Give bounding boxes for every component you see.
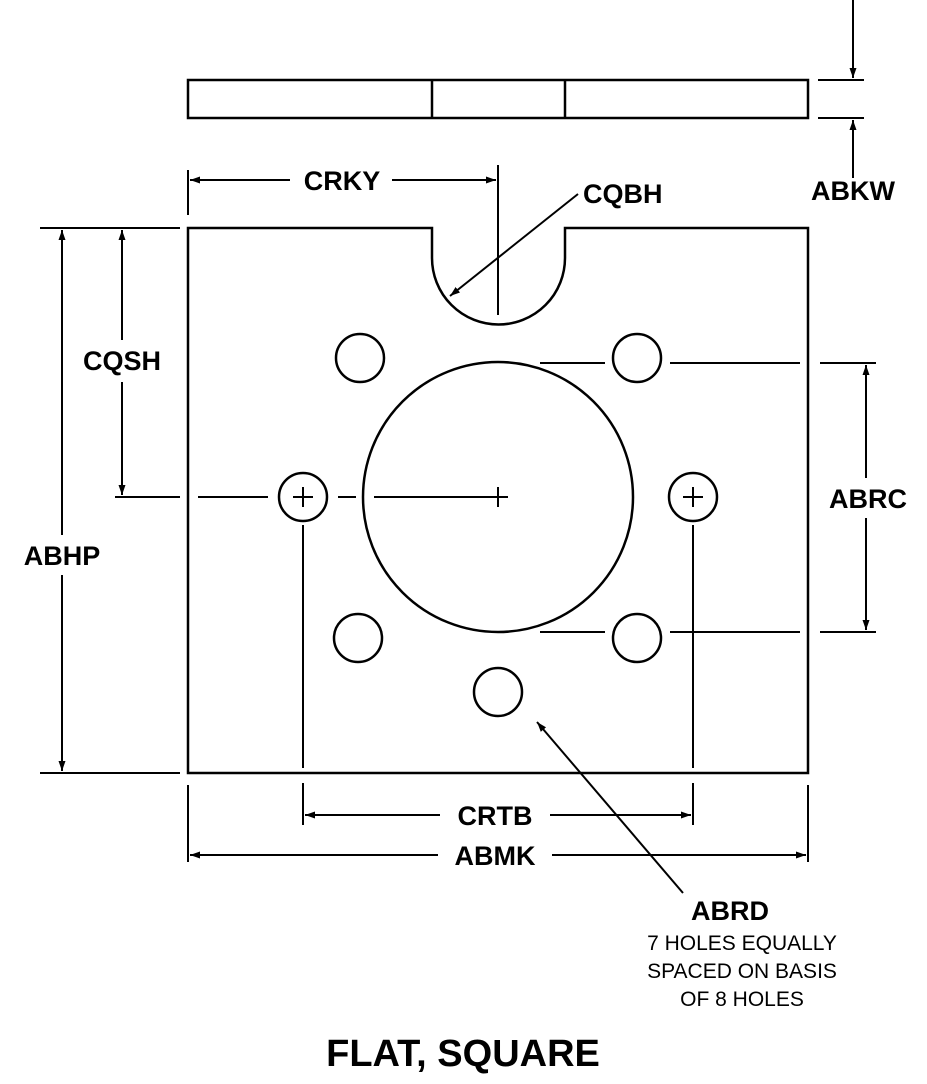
hole [667,471,719,523]
hole-horizontal-spacing-label: CRTB [458,801,533,831]
plate-outline [186,226,810,775]
notch-offset-label: CRKY [304,166,381,196]
overall-height-dimension: ABHP [24,227,180,774]
thickness-dimension: ABKW [811,0,896,206]
holes [277,332,719,718]
center-bore [361,360,635,634]
hole-row-offset-dimension: CQSH [83,227,180,495]
hole [277,471,329,523]
overall-width-label: ABMK [455,841,536,871]
hole [332,612,384,664]
hole-diameter-callout: ABRD 7 HOLES EQUALLY SPACED ON BASIS OF … [536,721,837,1011]
hole-vertical-spacing-label: ABRC [829,484,907,514]
notch-offset-dimension: CRKY [187,165,499,315]
thickness-label: ABKW [811,176,895,206]
hole-note-line: SPACED ON BASIS [647,960,837,983]
hole-note-line: OF 8 HOLES [680,988,804,1011]
hole [611,332,663,384]
hole [611,612,663,664]
hole-note-line: 7 HOLES EQUALLY [647,932,837,955]
drawing-title: FLAT, SQUARE [326,1033,600,1075]
notch-radius-label: CQBH [583,179,663,209]
hole-vertical-spacing-dimension: ABRC [829,365,907,630]
hole [472,666,524,718]
hole-diameter-label: ABRD [691,896,769,926]
notch-radius-dimension: CQBH [449,179,663,297]
overall-width-dimension: ABMK [187,785,809,871]
center-lines [115,362,876,825]
overall-height-label: ABHP [24,541,101,571]
hole [334,332,386,384]
hole-horizontal-spacing-dimension: CRTB [305,801,691,831]
side-view [186,78,810,120]
hole-row-offset-label: CQSH [83,346,161,376]
